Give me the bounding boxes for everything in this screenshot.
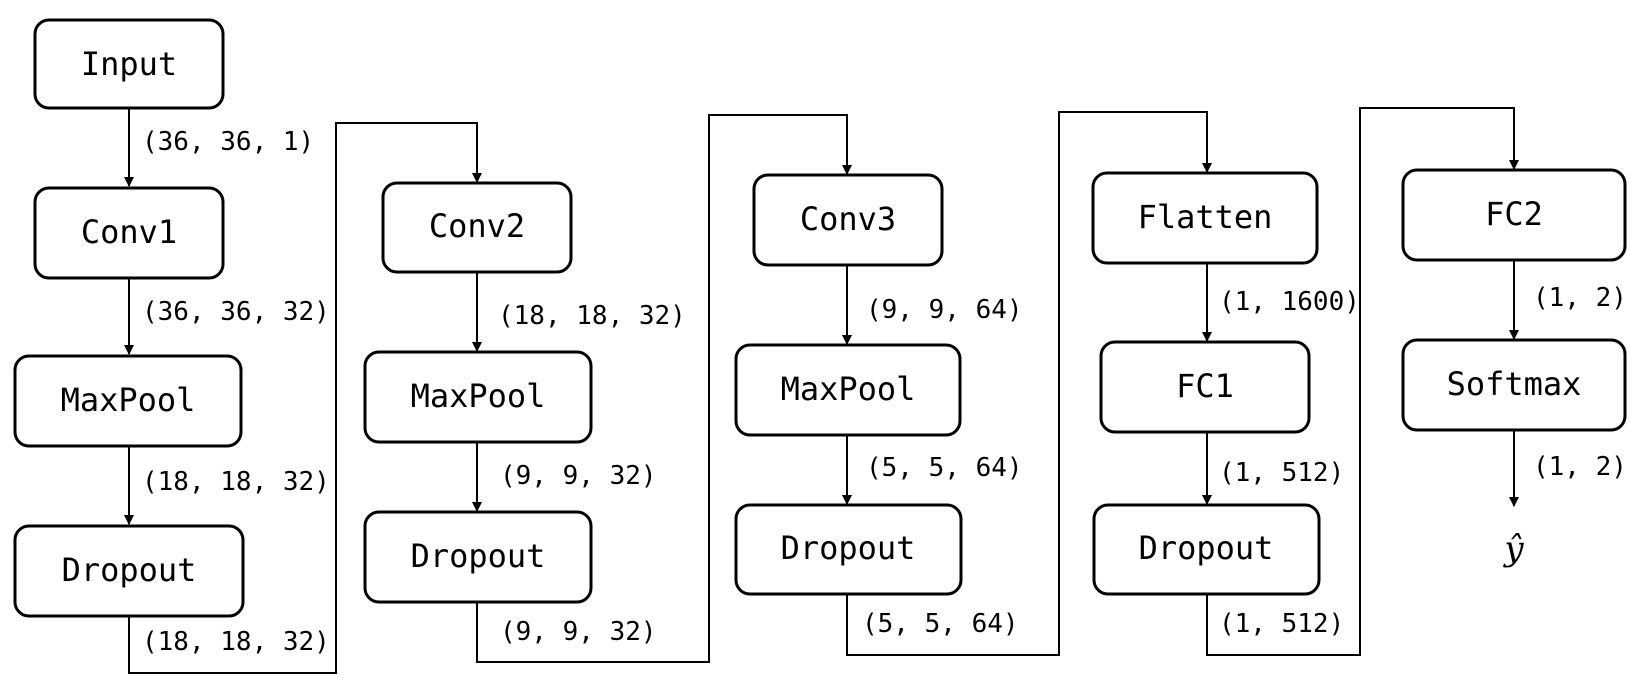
svg-text:Flatten: Flatten	[1138, 198, 1273, 236]
node-maxpool-3: MaxPool	[734, 343, 962, 437]
node-conv3: Conv3	[752, 173, 944, 267]
shape-label-dropout1-conv2: (18, 18, 32)	[142, 627, 330, 657]
svg-text:MaxPool: MaxPool	[781, 370, 916, 408]
shape-label-dropout3-flatten: (5, 5, 64)	[862, 609, 1019, 639]
shape-label-maxpool-dropout-1: (18, 18, 32)	[142, 467, 330, 497]
node-flatten: Flatten	[1091, 171, 1319, 265]
output-y-hat: ŷ	[1502, 529, 1524, 569]
edge-dropout3-flatten	[846, 111, 1212, 656]
shape-label-conv3-maxpool: (9, 9, 64)	[866, 295, 1023, 325]
node-fc1: FC1	[1099, 340, 1311, 434]
shape-label-maxpool-dropout-3: (5, 5, 64)	[866, 453, 1023, 483]
node-dropout-3: Dropout	[734, 503, 963, 596]
node-dropout-1: Dropout	[13, 524, 245, 618]
shape-label-softmax-output: (1, 2)	[1533, 452, 1627, 482]
svg-text:Softmax: Softmax	[1447, 365, 1582, 403]
node-fc2: FC2	[1401, 168, 1627, 262]
node-maxpool-1: MaxPool	[13, 354, 243, 448]
node-conv1: Conv1	[33, 186, 225, 280]
edge-dropout1-conv2	[128, 122, 482, 674]
shape-label-fc1-dropout: (1, 512)	[1219, 458, 1344, 488]
shape-label-maxpool-dropout-2: (9, 9, 32)	[500, 461, 657, 491]
svg-text:Conv2: Conv2	[429, 207, 525, 245]
shape-label-dropout2-conv3: (9, 9, 32)	[500, 617, 657, 647]
node-input: Input	[33, 18, 225, 110]
svg-text:Conv1: Conv1	[81, 213, 177, 251]
node-conv2: Conv2	[381, 181, 573, 274]
svg-text:MaxPool: MaxPool	[61, 381, 196, 419]
shape-label-dropout4-fc2: (1, 512)	[1219, 609, 1344, 639]
svg-text:Input: Input	[81, 45, 177, 83]
node-maxpool-2: MaxPool	[363, 350, 593, 444]
node-softmax: Softmax	[1401, 338, 1627, 432]
svg-text:FC2: FC2	[1485, 195, 1543, 233]
node-dropout-2: Dropout	[363, 510, 593, 604]
svg-text:FC1: FC1	[1176, 367, 1234, 405]
shape-label-conv2-maxpool: (18, 18, 32)	[498, 301, 686, 331]
svg-text:Dropout: Dropout	[62, 551, 197, 589]
shape-label-fc2-softmax: (1, 2)	[1533, 283, 1627, 313]
shape-label-flatten-fc1: (1, 1600)	[1219, 287, 1360, 317]
node-dropout-4: Dropout	[1092, 503, 1321, 596]
svg-text:Dropout: Dropout	[1139, 529, 1274, 567]
svg-text:Conv3: Conv3	[800, 200, 896, 238]
svg-text:MaxPool: MaxPool	[411, 377, 546, 415]
shape-label-conv1-maxpool: (36, 36, 32)	[142, 297, 330, 327]
edge-dropout2-conv3	[476, 114, 852, 663]
svg-text:Dropout: Dropout	[781, 529, 916, 567]
edge-dropout4-fc2	[1206, 107, 1519, 656]
svg-text:Dropout: Dropout	[411, 537, 546, 575]
shape-label-input-conv1: (36, 36, 1)	[142, 127, 314, 157]
